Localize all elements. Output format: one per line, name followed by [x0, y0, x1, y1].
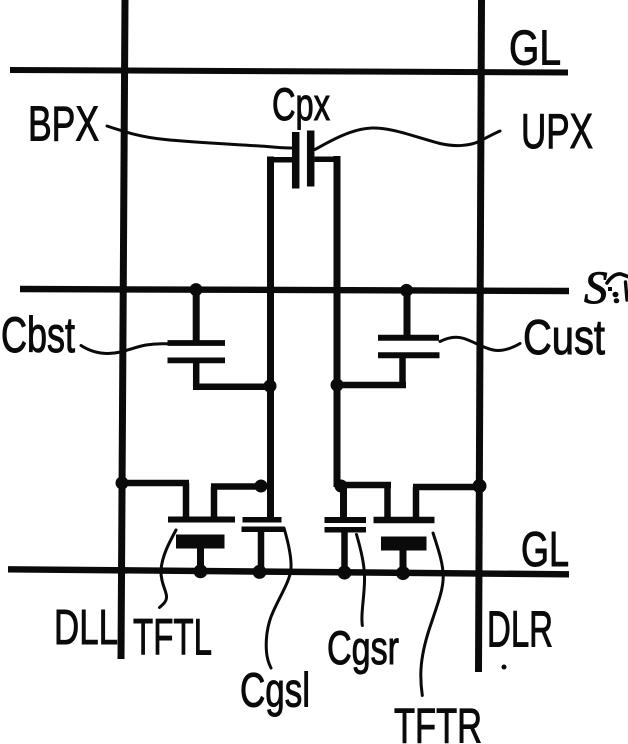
svg-text:BPX: BPX [28, 98, 99, 152]
svg-text:Cgsr: Cgsr [327, 621, 399, 674]
svg-text:Cbst: Cbst [1, 307, 75, 363]
svg-text:Cust: Cust [523, 311, 605, 365]
svg-text:GL: GL [521, 523, 569, 577]
svg-text:GL: GL [509, 22, 561, 76]
svg-text:TFTL: TFTL [133, 609, 212, 666]
svg-text:Cgsl: Cgsl [240, 665, 310, 718]
svg-text:UPX: UPX [521, 105, 593, 159]
svg-text:S: S [584, 262, 608, 314]
svg-text:Cpx: Cpx [272, 79, 330, 130]
svg-text:TFTR: TFTR [394, 700, 482, 744]
svg-text:DLR: DLR [487, 601, 553, 658]
svg-text:DLL: DLL [54, 601, 118, 655]
